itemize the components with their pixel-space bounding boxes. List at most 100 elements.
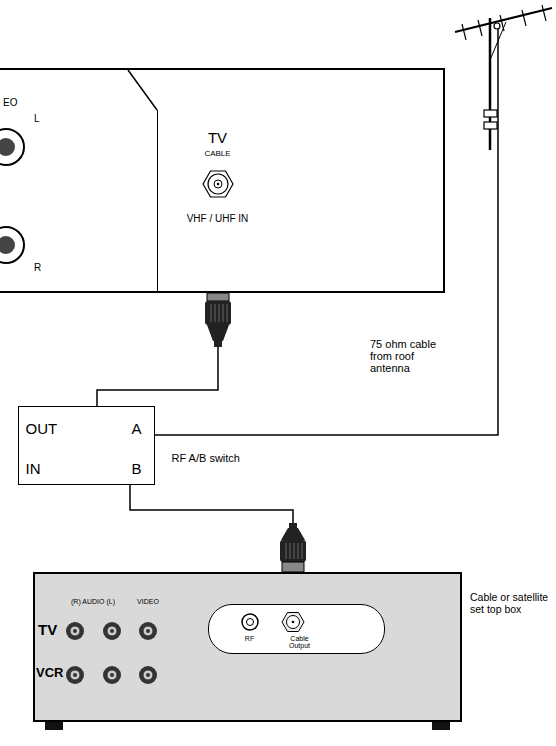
av-jack xyxy=(66,622,157,684)
av-jack xyxy=(70,670,80,680)
coax-connector xyxy=(208,174,228,194)
antenna-cable xyxy=(155,29,498,435)
jack-label: (R) AUDIO (L) xyxy=(71,598,115,606)
av-jack xyxy=(146,629,150,633)
coax-connector xyxy=(217,183,220,186)
rf-jack xyxy=(242,614,258,630)
port-label: Cable Output xyxy=(283,635,317,649)
av-jack xyxy=(143,626,153,636)
roof-antenna xyxy=(494,23,500,29)
roof-antenna xyxy=(462,24,466,40)
antenna-input-panel: TV CABLE VHF / UHF IN xyxy=(157,110,440,293)
tv-panel-bevel xyxy=(128,70,157,110)
set-top-box-fill xyxy=(33,572,462,730)
coax-connector xyxy=(287,616,300,629)
av-jack xyxy=(103,666,121,684)
rca-jack xyxy=(0,227,24,263)
av-jack xyxy=(110,629,114,633)
coax-plug xyxy=(302,543,303,559)
port-label: A xyxy=(132,421,142,438)
set-top-box-fill xyxy=(432,722,450,730)
port-label: B xyxy=(132,461,142,478)
coax-plug xyxy=(207,325,229,341)
roof-antenna xyxy=(484,122,497,129)
av-jack xyxy=(107,626,117,636)
av-jack xyxy=(73,673,77,677)
cable-note: 75 ohm cable from roof antenna xyxy=(370,338,448,374)
coax-cable xyxy=(130,485,293,572)
rca-jack xyxy=(0,129,24,263)
coax-connector xyxy=(282,613,304,632)
set-top-box-fill xyxy=(208,604,385,654)
roof-antenna xyxy=(455,5,552,150)
rf-jack xyxy=(242,614,258,630)
set-top-box: RF Cable Output (R) AUDIO (L) VIDEO TV VCR Cab… xyxy=(33,572,462,722)
coax-plug xyxy=(280,523,306,572)
port-label: IN xyxy=(26,461,41,478)
roof-antenna xyxy=(522,10,526,26)
coax-plug xyxy=(215,304,216,322)
coax-plug xyxy=(205,293,231,347)
coax-cable xyxy=(97,293,218,406)
rca-jack xyxy=(0,129,24,165)
jack-label: L xyxy=(34,113,40,124)
port-label: VHF / UHF IN xyxy=(187,213,249,224)
coax-plug xyxy=(214,341,222,347)
av-jack xyxy=(139,622,157,640)
rca-jack xyxy=(0,138,15,156)
row-label: VCR xyxy=(36,666,63,680)
coax-plug xyxy=(289,523,297,528)
jack-label: R xyxy=(34,262,41,273)
tv-panel-bevel xyxy=(128,70,157,110)
av-jack xyxy=(73,629,77,633)
coax-connector xyxy=(282,613,304,632)
rf-jack xyxy=(247,619,254,626)
coax-plug xyxy=(281,528,305,540)
rf-output-panel: RF Cable Output xyxy=(208,604,385,654)
coax-connector xyxy=(292,621,295,624)
port-label: RF xyxy=(245,635,254,643)
device-caption: RF A/B switch xyxy=(172,452,240,464)
port-label: OUT xyxy=(26,421,58,438)
coax-plug xyxy=(298,543,299,559)
av-jack xyxy=(143,670,153,680)
av-jack xyxy=(103,622,121,640)
coax-connector xyxy=(203,171,233,197)
roof-antenna xyxy=(489,18,492,150)
av-jack xyxy=(70,626,80,636)
device-caption: Cable or satellite set top box xyxy=(470,592,554,615)
row-label: TV xyxy=(38,622,57,639)
av-jack xyxy=(107,670,117,680)
roof-antenna xyxy=(478,20,482,36)
panel-heading: CABLE xyxy=(204,150,230,159)
av-jack xyxy=(66,622,84,640)
coax-plug xyxy=(286,543,287,559)
tv-rear-panel: TV CABLE VHF / UHF IN EO L R xyxy=(0,68,445,293)
jack-label: EO xyxy=(3,97,17,108)
coax-plug xyxy=(211,304,212,322)
roof-antenna xyxy=(484,110,497,117)
coax-plug xyxy=(282,562,304,572)
rca-jack xyxy=(0,236,15,254)
coax-plug xyxy=(294,543,295,559)
coax-plug xyxy=(290,543,291,559)
panel-heading: TV xyxy=(208,130,227,147)
jack-label: VIDEO xyxy=(137,598,159,606)
coax-plug xyxy=(227,304,228,322)
set-top-box-fill xyxy=(45,722,63,730)
coax-plug xyxy=(205,301,231,325)
set-top-box-fill xyxy=(33,572,462,722)
ab-switch-box: OUTAINBRF A/B switch xyxy=(18,406,155,485)
coax-plug xyxy=(219,304,220,322)
coax-plug xyxy=(280,540,306,562)
coax-plug xyxy=(223,304,224,322)
av-jack xyxy=(146,673,150,677)
roof-antenna xyxy=(542,5,546,21)
coax-connector xyxy=(203,171,233,197)
antenna-cable xyxy=(155,29,498,435)
coax-plug xyxy=(207,293,229,301)
